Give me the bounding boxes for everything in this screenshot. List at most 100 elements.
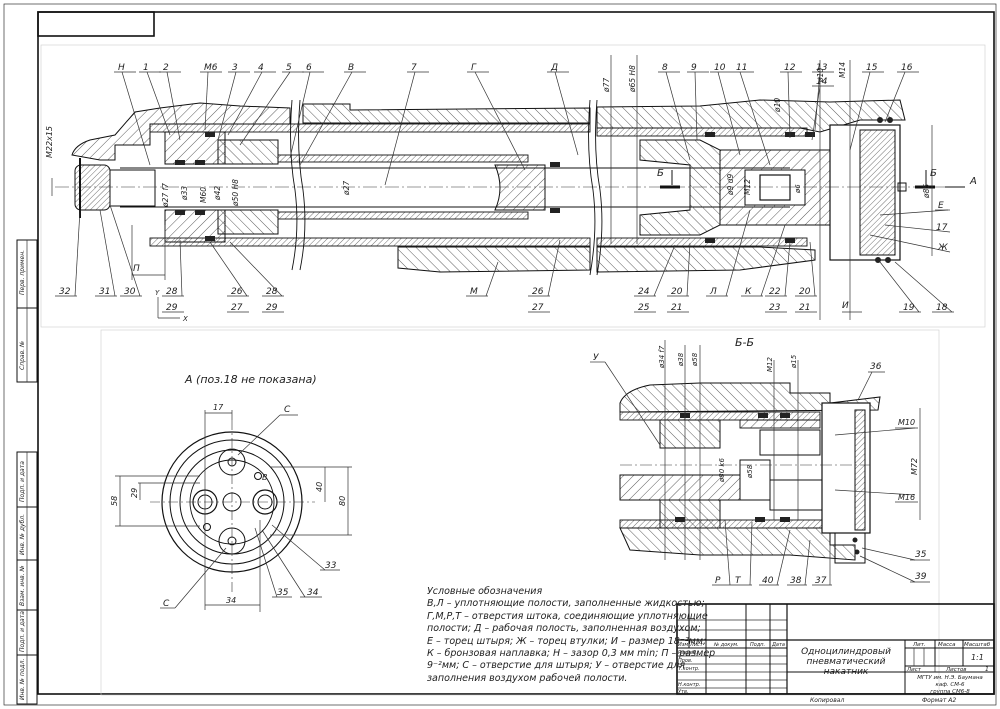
- leader-label: Н: [118, 63, 125, 73]
- leader-label: Д: [550, 63, 558, 73]
- leader-label: 26: [532, 287, 544, 297]
- side-stamp-label: Справ. №: [19, 341, 26, 370]
- label-zh: Ж: [937, 243, 948, 253]
- drawing-title-line2: пневматический: [807, 657, 886, 667]
- leader-label: 20: [799, 287, 811, 297]
- tb-header: Подп.: [750, 642, 765, 648]
- leader-label: 21: [799, 303, 810, 313]
- label-36: 36: [870, 362, 882, 372]
- main-section-view: [51, 55, 965, 320]
- leader-label: 26: [231, 287, 243, 297]
- dim-58: 58: [110, 496, 119, 506]
- dim-34: 34: [226, 596, 236, 605]
- section-mark-b-left: Б: [657, 168, 664, 179]
- leader-label: 18: [936, 303, 948, 313]
- tb-scale: 1:1: [971, 653, 984, 662]
- dim-58a: ø58: [691, 352, 699, 367]
- label-c-bottom: С: [163, 599, 170, 609]
- tb-role: Разраб.: [678, 650, 698, 656]
- leader-label: 15: [866, 63, 878, 73]
- leader-label: 31: [99, 287, 110, 297]
- leader-label: Г: [471, 63, 477, 73]
- notes-line: Е – торец штыря; Ж – торец втулки; И – р…: [427, 635, 707, 647]
- tb-org: каф. СМ-6: [936, 682, 965, 688]
- dim-58b: ø58: [746, 464, 754, 479]
- dim-9d9: ø9 d9: [726, 173, 735, 196]
- leader-label: 13: [816, 63, 828, 73]
- dim-m16: М16: [898, 493, 915, 502]
- notes-heading: Условные обозначения: [427, 586, 543, 597]
- title-block: Изм Лист № докум. Подп. Дата Разраб. Про…: [676, 603, 995, 704]
- leader-label: 38: [790, 576, 802, 586]
- leader-label: 40: [762, 576, 774, 586]
- tb-lit: Лит.: [912, 642, 926, 648]
- leader-label: 1: [143, 63, 149, 73]
- tb-role: Т.контр.: [678, 666, 700, 672]
- leader-label: М: [470, 287, 478, 297]
- dim-42: ø42: [213, 186, 222, 201]
- notes-line: полости; Д – рабочая полость, заполненна…: [427, 623, 701, 635]
- lower-view-area: [100, 329, 940, 696]
- dim-50h8: ø50 H8: [231, 179, 240, 207]
- leader-label: 6: [306, 63, 312, 73]
- dim-m60: М60: [199, 187, 208, 203]
- dim-m12b: М12: [766, 357, 774, 372]
- leader-label: 29: [266, 303, 278, 313]
- dim-34f7: ø34 f7: [658, 345, 666, 369]
- leader-label: В: [348, 63, 354, 73]
- leader-label: Р: [715, 576, 721, 586]
- label-35: 35: [277, 588, 289, 598]
- leader-label: 14: [816, 77, 828, 87]
- side-stamp-label: Инв. № подл.: [19, 659, 26, 700]
- leader-label: 11: [736, 63, 747, 73]
- leader-label: 9: [691, 63, 697, 73]
- dim-15: ø15: [790, 354, 798, 369]
- dim-29: 29: [130, 488, 139, 498]
- section-bb-title: Б-Б: [735, 336, 754, 349]
- leader-label: К: [745, 287, 752, 297]
- dim-17: 17: [213, 403, 224, 412]
- dim-80k6: ø80 k6: [718, 458, 726, 483]
- dim-27: ø27: [342, 181, 351, 196]
- tb-mass: Масса: [938, 642, 956, 648]
- leader-label: 8: [662, 63, 668, 73]
- tb-scale-label: Масштаб: [964, 642, 991, 648]
- leader-label: 27: [231, 303, 243, 313]
- dim-80: 80: [338, 496, 347, 506]
- tb-org: группа СМ6-8: [930, 689, 970, 695]
- axis-y: Y: [155, 289, 160, 297]
- tb-role: Утв.: [678, 689, 689, 695]
- dim-10a: ø10: [773, 98, 782, 113]
- tb-header: № докум.: [713, 642, 739, 648]
- section-bb: Б-Б ø34 f7 ø38 ø58 М12 ø15 ø80 k6 ø5: [590, 336, 930, 586]
- leader-label: 10: [714, 63, 726, 73]
- leader-label: М6: [204, 63, 218, 73]
- tb-header: Лист: [689, 642, 704, 648]
- dim-40: 40: [315, 482, 324, 492]
- leader-label: 4: [258, 63, 264, 73]
- section-mark-b-right: Б: [930, 168, 937, 179]
- leader-label: 23: [769, 303, 781, 313]
- tb-org: МГТУ им. Н.Э. Баумана: [917, 675, 983, 681]
- leader-label: 24: [638, 287, 650, 297]
- leader-label: 28: [166, 287, 178, 297]
- dim-38: ø38: [677, 352, 685, 367]
- notes-line: 9⁻²мм; С – отверстие для штыря; У – отве…: [427, 660, 686, 672]
- view-mark-a: А: [969, 176, 977, 187]
- leader-label: 27: [532, 303, 544, 313]
- dim-27f7: ø27 f7: [161, 183, 170, 208]
- side-stamp-label: Подп. и дата: [19, 461, 26, 502]
- main-view-area: [40, 44, 986, 328]
- dim-m14: М14: [838, 62, 847, 78]
- dim-m72: М72: [910, 458, 919, 475]
- right-labels: Е 17 Ж Б Б А: [657, 168, 977, 253]
- label-17: 17: [936, 223, 948, 233]
- label-34: 34: [307, 588, 319, 598]
- side-stamp: Перв. примен. Справ. № Подп. и дата Инв.…: [16, 239, 38, 705]
- dim-m12: М12: [743, 179, 752, 195]
- dim-i: И: [842, 301, 849, 311]
- dim-m22x15: М22х15: [45, 126, 54, 158]
